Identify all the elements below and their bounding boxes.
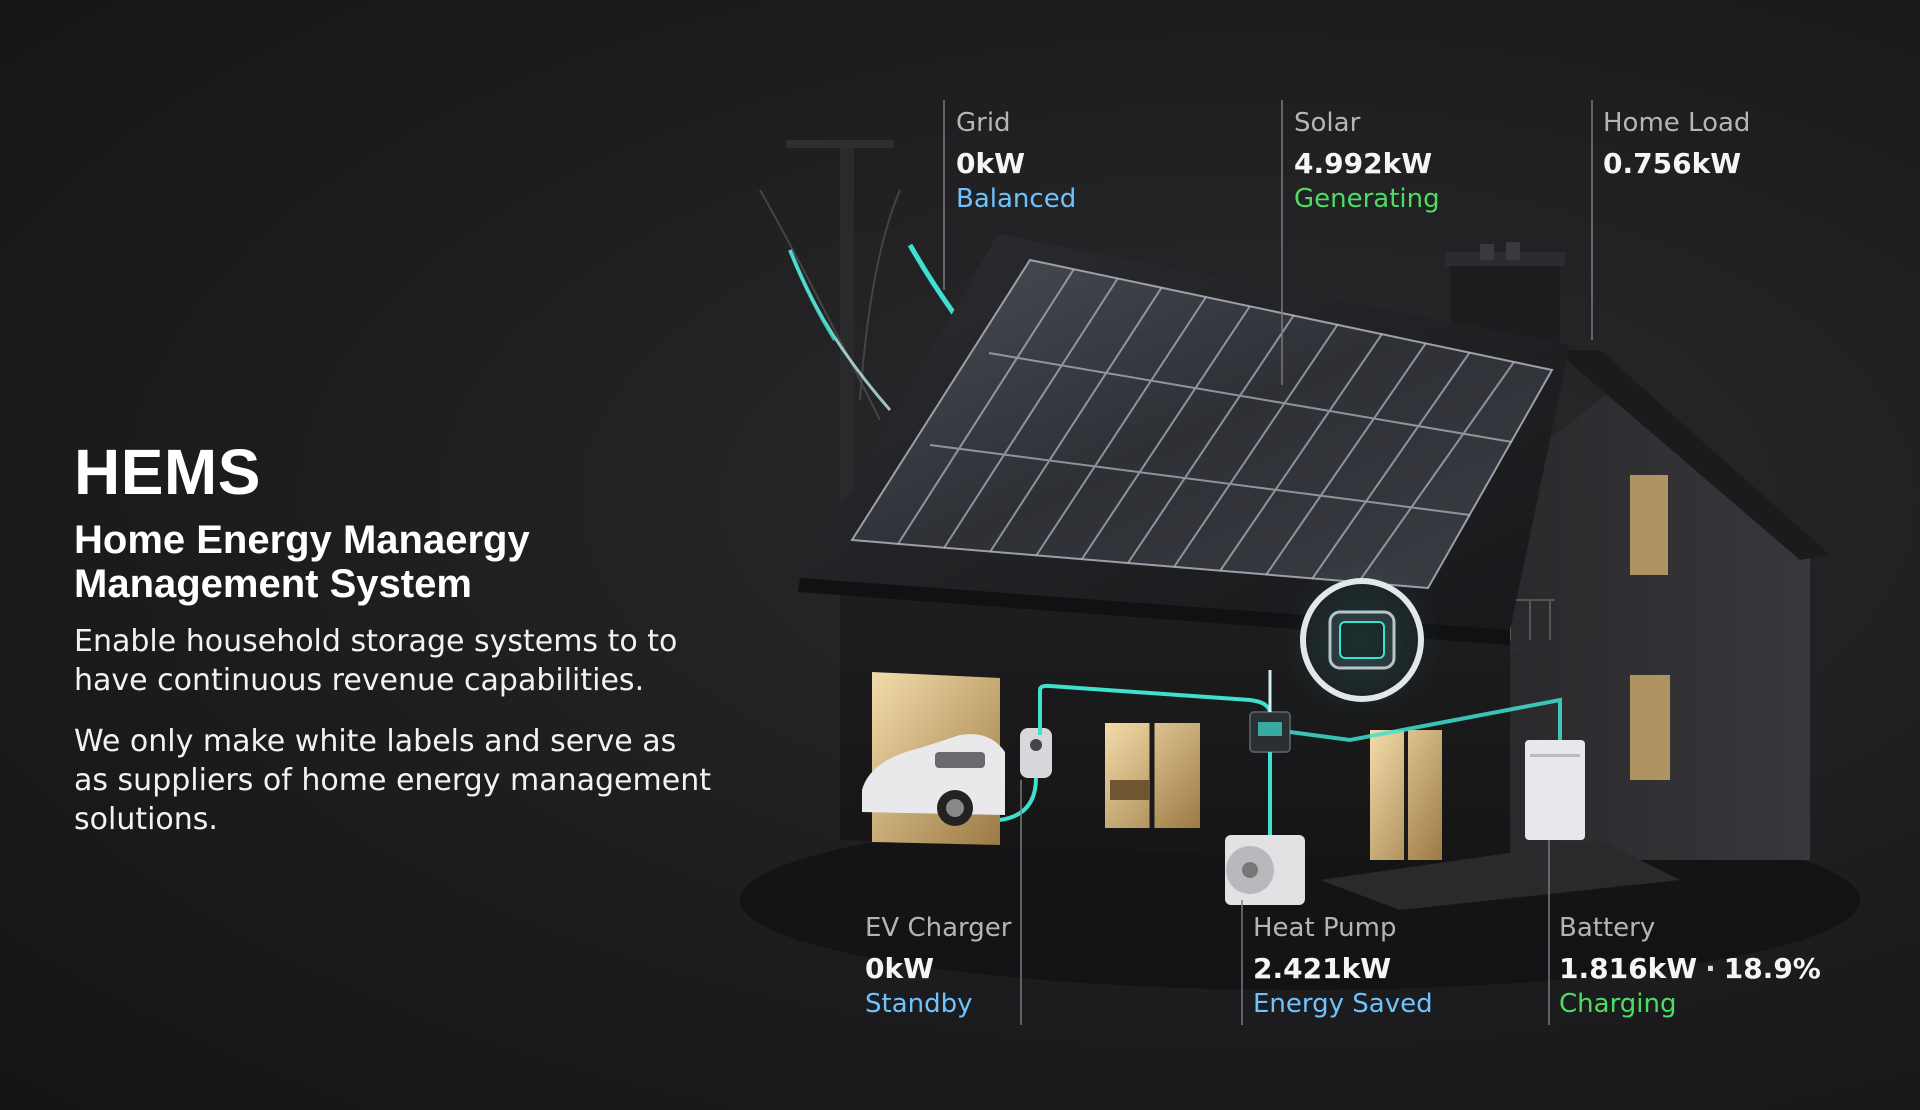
battery-value-row: 1.816kW·18.9% xyxy=(1559,951,1821,987)
ev-charger-value: 0kW xyxy=(865,952,934,985)
patio-floor xyxy=(1320,840,1680,910)
grid-stat: Grid 0kW Balanced xyxy=(956,106,1076,216)
battery-device xyxy=(1525,740,1585,840)
ev-charger-stat: EV Charger 0kW Standby xyxy=(865,911,1011,1021)
page-subtitle: Home Energy Manaergy Management System xyxy=(74,518,530,606)
ev-charger-status: Standby xyxy=(865,989,973,1019)
battery-separator: · xyxy=(1705,952,1716,985)
battery-status: Charging xyxy=(1559,989,1677,1019)
heat-pump-value: 2.421kW xyxy=(1253,952,1392,985)
solar-status: Generating xyxy=(1294,184,1440,214)
battery-power: 1.816kW xyxy=(1559,952,1698,985)
solar-label: Solar xyxy=(1294,108,1361,138)
heat-pump-status: Energy Saved xyxy=(1253,989,1433,1019)
grid-status: Balanced xyxy=(956,184,1077,214)
intro-text: HEMS Home Energy Manaergy Management Sys… xyxy=(74,436,714,839)
heat-pump-device xyxy=(1225,835,1305,905)
description-line-1: Enable household storage systems to to h… xyxy=(74,624,678,698)
grid-value: 0kW xyxy=(956,147,1025,180)
side-window-lower xyxy=(1630,675,1670,780)
car xyxy=(862,734,1005,826)
battery-stat: Battery 1.816kW·18.9% Charging xyxy=(1559,911,1821,1021)
heat-pump-stat: Heat Pump 2.421kW Energy Saved xyxy=(1253,911,1433,1021)
side-window-upper xyxy=(1630,475,1668,575)
battery-label: Battery xyxy=(1559,913,1656,943)
heat-pump-label: Heat Pump xyxy=(1253,913,1397,943)
side-roof xyxy=(1555,350,1830,560)
controller-callout xyxy=(1282,560,1442,720)
ev-charger-label: EV Charger xyxy=(865,913,1012,943)
solar-value: 4.992kW xyxy=(1294,147,1433,180)
home-load-stat: Home Load 0.756kW xyxy=(1603,106,1750,182)
solar-array xyxy=(850,258,1554,590)
home-load-value: 0.756kW xyxy=(1603,147,1742,180)
energy-hub xyxy=(1249,711,1291,753)
living-window xyxy=(1105,723,1200,828)
ev-charger-device xyxy=(999,728,1052,822)
solar-stat: Solar 4.992kW Generating xyxy=(1294,106,1440,216)
home-load-label: Home Load xyxy=(1603,108,1751,138)
patio-door xyxy=(1370,730,1442,860)
utility-pole xyxy=(759,140,958,500)
battery-percent: 18.9% xyxy=(1723,952,1821,985)
page-title: HEMS xyxy=(74,436,261,508)
label-leader-lines xyxy=(943,100,1593,1025)
grid-label: Grid xyxy=(956,108,1011,138)
energy-flow-lines xyxy=(1038,670,1562,835)
description-line-2: We only make white labels and serve as a… xyxy=(74,724,711,837)
